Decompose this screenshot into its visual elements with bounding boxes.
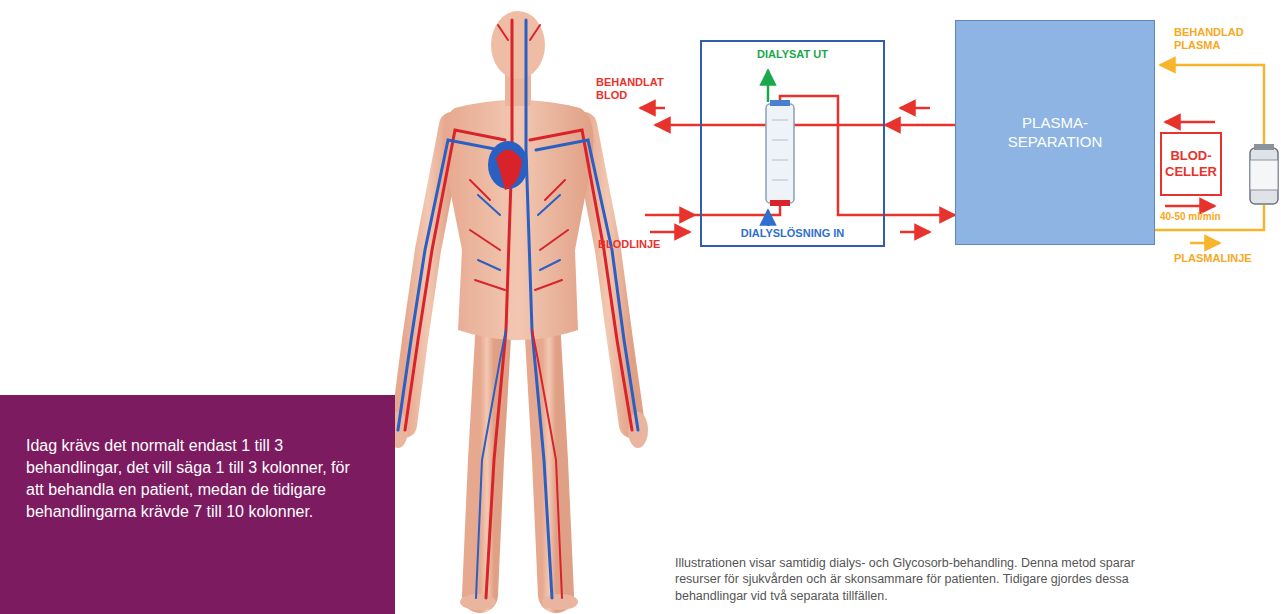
- process-label: PLASMA- SEPARATION: [1000, 114, 1110, 152]
- line-label: PLASMALINJE: [1174, 252, 1252, 265]
- blood-connector: [885, 214, 955, 217]
- line-label: BEHANDLAT BLOD: [596, 76, 676, 101]
- line-label: BLODLINJE: [598, 238, 660, 251]
- human-figure: [388, 11, 648, 610]
- input-label: DIALYSLÖSNING IN: [702, 227, 883, 239]
- adsorber-column: [1250, 144, 1278, 204]
- blood-connector: [885, 124, 955, 127]
- info-panel: Idag krävs det normalt endast 1 till 3 b…: [0, 395, 395, 614]
- dialysis-box: DIALYSAT UT DIALYSLÖSNING IN: [700, 40, 885, 247]
- caption: Illustrationen visar samtidig dialys- oc…: [675, 555, 1145, 604]
- line-label: BEHANDLAD PLASMA: [1174, 26, 1254, 51]
- process-box: PLASMA- SEPARATION: [955, 20, 1155, 245]
- line-label: 40-50 ml/min: [1160, 211, 1221, 223]
- output-label: DIALYSAT UT: [702, 48, 883, 60]
- info-text: Idag krävs det normalt endast 1 till 3 b…: [26, 435, 355, 523]
- blood-cell-box: BLOD- CELLER: [1160, 132, 1222, 196]
- dialyzer: [766, 100, 794, 206]
- blood-cell-label: BLOD- CELLER: [1163, 148, 1219, 179]
